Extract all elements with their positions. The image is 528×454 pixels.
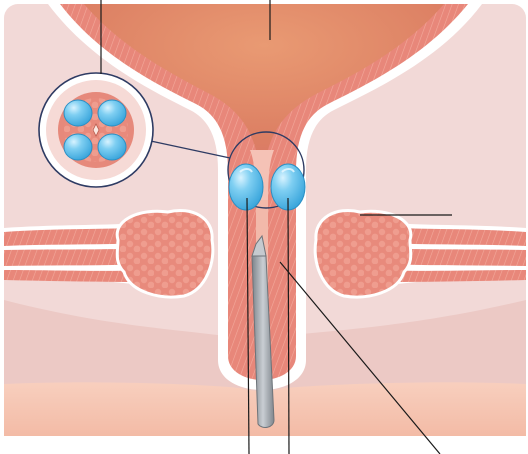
- right-sphincter-mass: [315, 210, 411, 297]
- cross-section-inset: [39, 73, 153, 187]
- left-sphincter-mass: [117, 210, 213, 297]
- left-bulking-deposit: [229, 164, 263, 210]
